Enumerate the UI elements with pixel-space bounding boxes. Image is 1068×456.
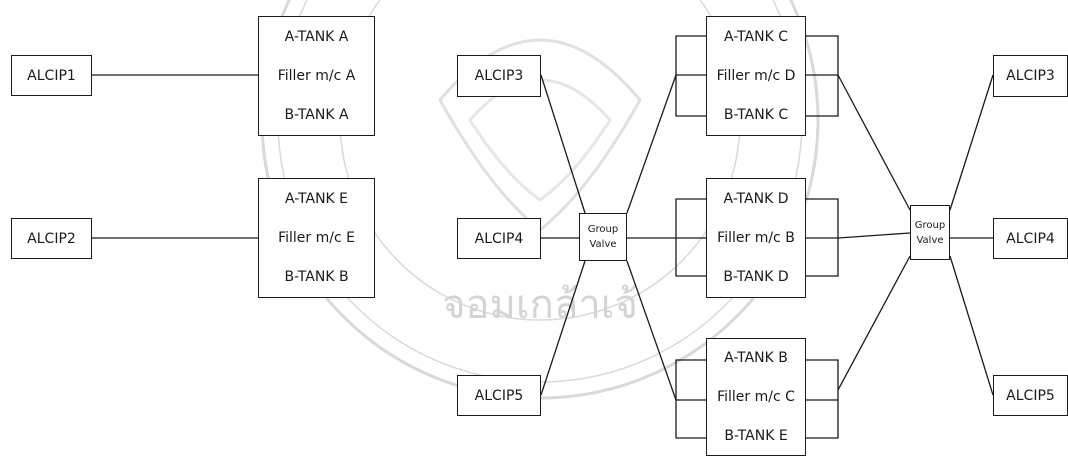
bracket-left-stack-c xyxy=(675,35,706,117)
wire-alcip3-valve xyxy=(540,74,586,214)
wire-valve-return-5 xyxy=(949,255,994,396)
group-valve-outlet: Group Valve xyxy=(910,205,950,260)
tank-stack-b: A-TANK B Filler m/c C B-TANK E xyxy=(706,338,806,456)
source-alcip4: ALCIP4 xyxy=(457,218,541,259)
tank-stack-a: A-TANK A Filler m/c A B-TANK A xyxy=(258,16,375,136)
source-alcip2: ALCIP2 xyxy=(11,218,92,259)
tank-stack-c: A-TANK C Filler m/c D B-TANK C xyxy=(706,16,806,136)
return-alcip5: ALCIP5 xyxy=(993,375,1068,416)
source-alcip1: ALCIP1 xyxy=(11,55,92,96)
bracket-right-stack-b xyxy=(806,359,839,439)
tank-stack-e: A-TANK E Filler m/c E B-TANK B xyxy=(258,178,375,298)
wire-valve-return-3 xyxy=(949,74,994,211)
wire-stack-d-valve xyxy=(837,232,911,239)
return-alcip4: ALCIP4 xyxy=(993,218,1068,259)
source-alcip5: ALCIP5 xyxy=(457,375,541,416)
wire-valve-stack-c xyxy=(626,74,677,214)
return-alcip3: ALCIP3 xyxy=(993,55,1068,97)
group-valve-inlet: Group Valve xyxy=(579,213,627,261)
wire-valve-stack-b xyxy=(626,260,677,401)
wire-stack-b-valve xyxy=(837,255,911,391)
tank-stack-d: A-TANK D Filler m/c B B-TANK D xyxy=(706,178,806,298)
bracket-right-stack-c xyxy=(806,35,839,117)
source-alcip3: ALCIP3 xyxy=(457,55,541,97)
bracket-left-stack-b xyxy=(675,359,706,439)
wire-stack-c-valve xyxy=(837,74,911,211)
wire-alcip5-valve xyxy=(540,260,586,396)
